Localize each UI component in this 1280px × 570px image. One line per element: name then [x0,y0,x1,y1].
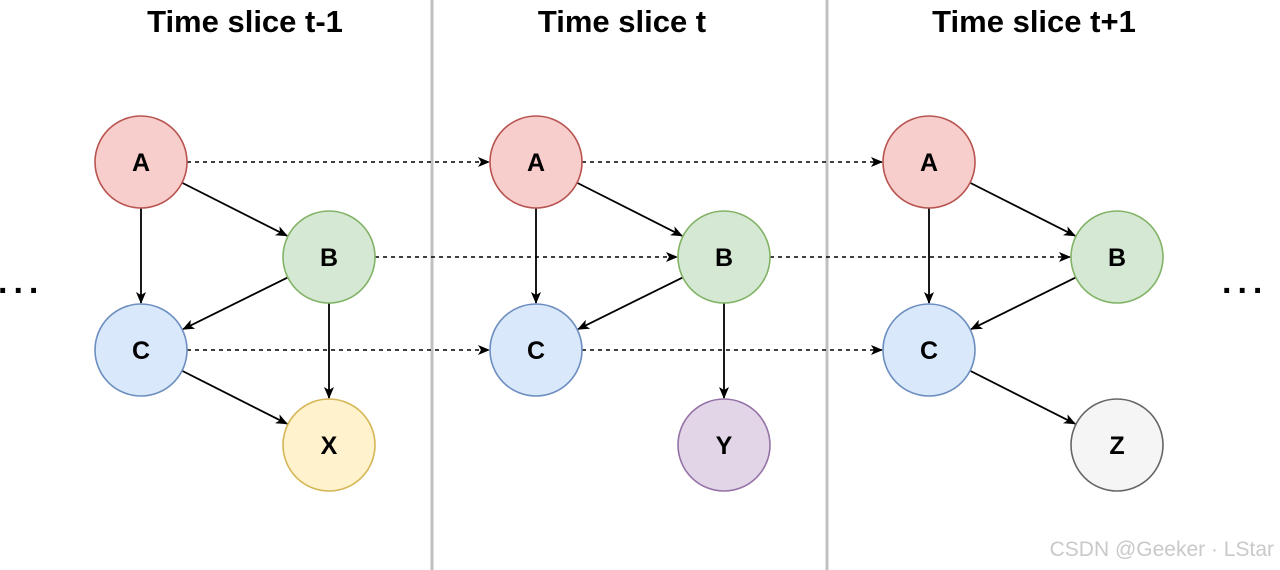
node-label: C [527,337,545,365]
node-label: A [132,149,150,177]
node-label: X [321,432,338,460]
node-c-slice-2: C [882,303,976,397]
node-label: A [920,149,938,177]
node-circle [1070,398,1164,492]
node-label: Z [1109,432,1124,460]
slice-title-t-minus-1: Time slice t-1 [147,4,343,39]
ellipsis-right: ... [1222,263,1268,301]
node-label: B [320,244,338,272]
edge-B-to-C-slice-2 [970,276,1077,330]
node-label: B [1108,244,1126,272]
node-a-slice-2: A [882,115,976,209]
slice-title-t-plus-1: Time slice t+1 [932,4,1136,39]
node-label: A [527,149,545,177]
node-c-slice-1: C [489,303,583,397]
node-circle [94,115,188,209]
node-b-slice-1: B [677,210,771,304]
node-a-slice-1: A [489,115,583,209]
edge-A-to-B-slice-0 [181,181,288,237]
node-b-slice-2: B [1070,210,1164,304]
node-circle [882,115,976,209]
node-circle [489,115,583,209]
slice-dividers [430,0,829,570]
node-circle [1070,210,1164,304]
node-label: Y [716,432,733,460]
nodes: A B C X A B C Y A B C Z [94,115,1164,492]
node-b-slice-0: B [282,210,376,304]
edge-A-to-B-slice-1 [576,181,683,237]
intra-slice-edges [136,181,1077,425]
node-circle [282,398,376,492]
node-circle [282,210,376,304]
node-circle [882,303,976,397]
node-z-slice-2: Z [1070,398,1164,492]
node-label: B [715,244,733,272]
temporal-edges [187,157,1071,355]
node-a-slice-0: A [94,115,188,209]
node-label: C [132,337,150,365]
watermark: CSDN @Geeker · LStar [1050,538,1274,561]
node-circle [489,303,583,397]
edge-B-to-C-slice-0 [182,276,289,330]
slice-titles: Time slice t-1 Time slice t Time slice t… [147,4,1136,39]
edge-C-to-Z-slice-2 [969,369,1076,425]
node-circle [677,210,771,304]
node-label: C [920,337,938,365]
edge-C-to-X-slice-0 [181,369,288,425]
node-c-slice-0: C [94,303,188,397]
node-y-slice-1: Y [677,398,771,492]
ellipsis-left: ... [0,263,44,301]
node-circle [677,398,771,492]
node-x-slice-0: X [282,398,376,492]
slice-title-t: Time slice t [538,4,706,39]
node-circle [94,303,188,397]
edge-A-to-B-slice-2 [969,181,1076,237]
edge-B-to-C-slice-1 [577,276,684,330]
